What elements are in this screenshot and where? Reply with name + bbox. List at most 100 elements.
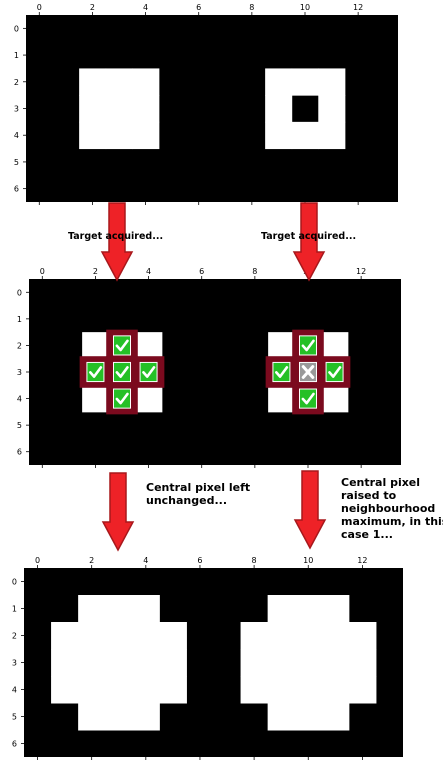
arrows-layer [100, 202, 327, 552]
kernels-layer [79, 329, 351, 415]
pixel-on [240, 622, 269, 650]
x-tick-label: 8 [252, 267, 257, 276]
cross-icon [301, 365, 315, 379]
x-tick-label: 6 [199, 267, 204, 276]
kernel-left [79, 329, 165, 415]
pixel-on [294, 703, 323, 731]
x-tick-label: 6 [197, 556, 202, 565]
x-tick-label: 4 [143, 3, 148, 12]
pixel-on [79, 95, 107, 123]
pixel-on [105, 649, 133, 677]
pixel-on [267, 703, 296, 731]
y-tick-label: 5 [17, 421, 22, 430]
y-tick-label: 6 [17, 448, 22, 457]
y-tick-label: 1 [12, 605, 17, 614]
check-icon [301, 392, 315, 405]
pixel-on [132, 676, 160, 704]
pixel-on [105, 595, 133, 623]
pixel-on [79, 68, 107, 96]
pixel-on [79, 121, 107, 150]
y-tick-label: 5 [12, 713, 17, 722]
arrow-label-top-left: Target acquired... [68, 231, 163, 242]
pixel-on [321, 622, 350, 650]
pixel-on [78, 622, 106, 650]
pixel-on [105, 121, 133, 150]
pixel-on [321, 332, 349, 360]
pixel-on [318, 68, 346, 96]
pixel-on [135, 385, 163, 413]
pixel-on [78, 703, 106, 731]
x-tick-label: 8 [252, 556, 257, 565]
check-icon [115, 339, 129, 352]
arrow-down-top-right [292, 202, 326, 282]
x-tick-label: 12 [353, 3, 363, 12]
pixel-on [240, 649, 269, 677]
check-icon [115, 366, 129, 378]
x-tick-label: 2 [89, 556, 94, 565]
x-tick-label: 0 [35, 556, 40, 565]
pixel-on [294, 622, 323, 650]
pixel-on [105, 95, 133, 123]
check-icon [275, 366, 289, 378]
y-tick-label: 4 [14, 131, 19, 140]
pixel-on [267, 676, 296, 704]
pixel-on [294, 649, 323, 677]
y-tick-label: 0 [14, 24, 19, 33]
pixel-on [267, 595, 296, 623]
x-tick-label: 0 [37, 3, 42, 12]
x-tick-label: 8 [249, 3, 254, 12]
pixel-on [105, 622, 133, 650]
pixel-on [78, 595, 106, 623]
pixel-on [132, 595, 160, 623]
y-tick-label: 5 [14, 158, 19, 167]
pixel-on [132, 95, 160, 123]
pixel-on [294, 676, 323, 704]
arrow-label-bottom-right-line3: neighbourhood [341, 502, 435, 515]
y-tick-label: 2 [14, 78, 19, 87]
y-tick-label: 4 [17, 395, 22, 404]
check-icon [328, 366, 342, 378]
pixel-on [82, 332, 110, 360]
y-tick-label: 0 [12, 578, 17, 587]
pixel-on [348, 676, 377, 704]
pixel-on [291, 68, 319, 96]
arrow-down-bottom-right [293, 470, 327, 550]
arrow-label-bottom-right-line5: case 1... [341, 528, 393, 541]
x-tick-label: 2 [93, 267, 98, 276]
arrow-label-bottom-left-line2: unchanged... [146, 494, 227, 507]
pixel-on [132, 121, 160, 150]
pixel-on [321, 649, 350, 677]
pixel-on [267, 622, 296, 650]
pixel-on [265, 121, 293, 150]
pixel-on [132, 622, 160, 650]
pixel-on [105, 703, 133, 731]
pixel-on [105, 676, 133, 704]
arrow-label-bottom-right-line1: Central pixel [341, 476, 420, 489]
pixel-on [240, 676, 269, 704]
pixel-on [321, 385, 349, 413]
y-tick-label: 1 [14, 51, 19, 60]
pixel-on [78, 676, 106, 704]
pixel-on [78, 649, 106, 677]
pixel-on [132, 649, 160, 677]
pixel-on [318, 121, 346, 150]
y-tick-label: 2 [12, 632, 17, 641]
pixel-on [265, 95, 293, 123]
arrow-label-top-right: Target acquired... [261, 231, 356, 242]
pixel-on [268, 332, 296, 360]
y-tick-label: 3 [17, 368, 22, 377]
pixel-on [321, 676, 350, 704]
pixel-on [291, 121, 319, 150]
x-tick-label: 12 [356, 267, 366, 276]
pixel-on [82, 385, 110, 413]
y-tick-label: 4 [12, 686, 17, 695]
x-tick-label: 12 [357, 556, 367, 565]
pixel-on [318, 95, 346, 123]
pixel-on [321, 595, 350, 623]
arrow-down-bottom-left [101, 472, 135, 552]
check-icon [142, 366, 156, 378]
arrow-label-bottom-left-line1: Central pixel left [146, 481, 250, 494]
arrow-label-bottom-right-line2: raised to [341, 489, 397, 502]
